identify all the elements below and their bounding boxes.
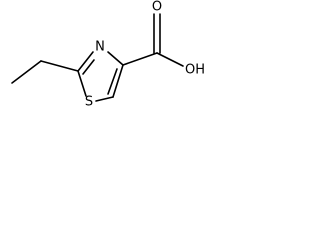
ring-c5-s1-bond [95, 96, 114, 102]
nitrogen-atom-label: N [95, 40, 105, 55]
carboxyl-carbon-bond [122, 52, 158, 66]
ring-c4-c5-bond [112, 64, 124, 98]
hydroxyl-label: OH [185, 63, 205, 78]
ring-c4-c5-double-bond [107, 68, 118, 95]
sulfur-atom-label: S [85, 95, 93, 110]
thiazole-carboxylic-acid-structure: N S O OH [11, 0, 205, 110]
ethyl-methylene-bond [40, 60, 79, 72]
ring-s1-c2-bond [77, 70, 87, 97]
ring-c2-n3-bond [77, 51, 94, 72]
ethyl-methyl-bond [11, 60, 42, 84]
ring-c2-n3-double-bond [82, 59, 95, 75]
hydroxyl-bond [156, 52, 184, 67]
carbonyl-oxygen-label: O [152, 0, 162, 15]
ring-n3-c4-bond [107, 51, 124, 66]
